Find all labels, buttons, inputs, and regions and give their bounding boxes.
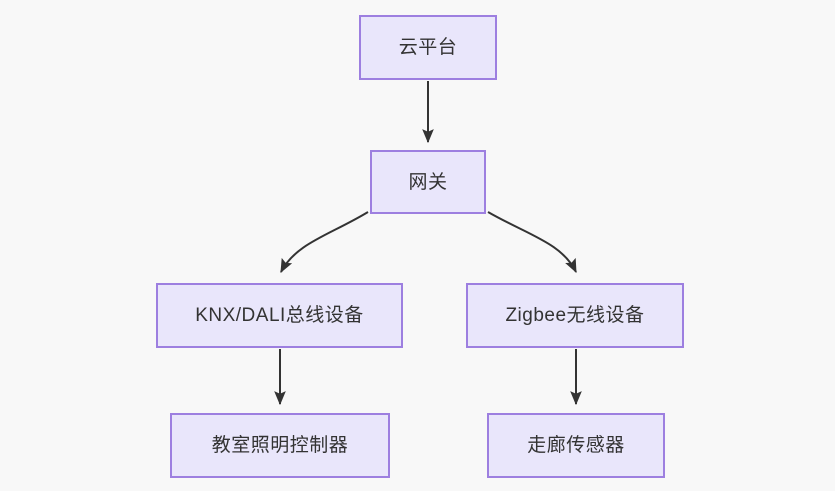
- node-zigbee-wireless-device-label: Zigbee无线设备: [505, 305, 645, 326]
- node-knx-dali-bus-device[interactable]: KNX/DALI总线设备: [156, 283, 403, 348]
- edge-gateway-to-knx: [280, 211, 369, 274]
- node-corridor-sensor[interactable]: 走廊传感器: [487, 413, 665, 478]
- node-classroom-lighting-controller[interactable]: 教室照明控制器: [170, 413, 390, 478]
- node-classroom-lighting-controller-label: 教室照明控制器: [211, 435, 349, 456]
- node-gateway[interactable]: 网关: [370, 150, 486, 214]
- node-zigbee-wireless-device[interactable]: Zigbee无线设备: [466, 283, 684, 348]
- edge-gateway-to-zigbee: [487, 211, 577, 274]
- node-cloud-platform[interactable]: 云平台: [359, 15, 497, 80]
- node-gateway-label: 网关: [408, 171, 448, 193]
- node-corridor-sensor-label: 走廊传感器: [527, 435, 625, 456]
- node-cloud-platform-label: 云平台: [398, 37, 458, 58]
- node-knx-dali-bus-device-label: KNX/DALI总线设备: [195, 305, 364, 326]
